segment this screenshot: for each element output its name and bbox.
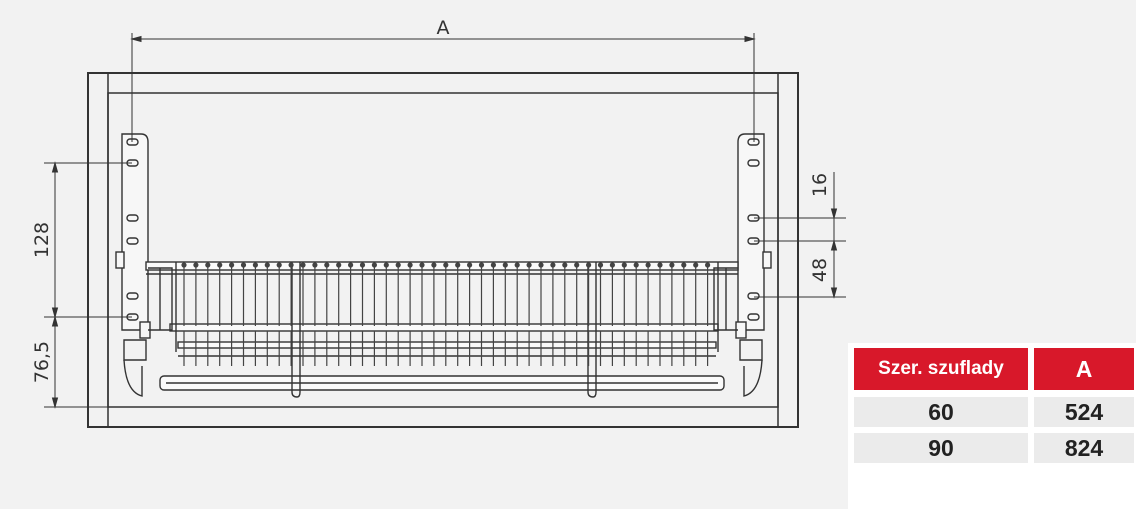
- table-row: 90 824: [848, 433, 1136, 463]
- basket-wire-cap: [467, 262, 473, 268]
- basket-wire-cap: [371, 262, 377, 268]
- basket-wire-cap: [562, 262, 568, 268]
- basket-wire-cap: [348, 262, 354, 268]
- left-mounting-bracket: [115, 133, 151, 339]
- right-mounting-bracket: [735, 133, 772, 339]
- basket-wire-cap: [669, 262, 675, 268]
- basket-wire-cap: [276, 262, 282, 268]
- basket-wire-cap: [502, 262, 508, 268]
- table-row: 60 524: [848, 397, 1136, 427]
- basket-wire-cap: [264, 262, 270, 268]
- basket-wire-cap: [574, 262, 580, 268]
- basket-wire-cap: [585, 262, 592, 268]
- drawer-width-table: Szer. szuflady A 60 524 90 824: [848, 343, 1136, 509]
- dimension-lines: [44, 33, 846, 409]
- basket-wire-cap: [324, 262, 330, 268]
- basket-wire-cap: [193, 262, 199, 268]
- basket-wire-cap: [478, 262, 485, 268]
- table-cell-drawer-width: 90: [854, 433, 1028, 463]
- dim-label-hole-to-hole: 128: [31, 222, 53, 258]
- basket-wire-cap: [657, 262, 663, 268]
- basket-wire-cap: [407, 262, 413, 268]
- basket-wire-cap: [205, 262, 211, 268]
- basket-wire-cap: [181, 262, 187, 268]
- basket-wire-cap: [633, 262, 639, 268]
- dim-label-lower-hole-spacing: 48: [809, 258, 831, 282]
- table-header-drawer-width: Szer. szuflady: [854, 348, 1028, 390]
- table-cell-drawer-width: 60: [854, 397, 1028, 427]
- table-header-row: Szer. szuflady A: [848, 348, 1136, 390]
- wire-basket: [123, 261, 763, 398]
- table-cell-a: 524: [1034, 397, 1134, 427]
- table-cell-a: 824: [1034, 433, 1134, 463]
- dim-label-width: A: [437, 17, 450, 39]
- dim-label-top-hole-spacing: 16: [809, 173, 831, 197]
- basket-wire-cap: [704, 262, 711, 268]
- dim-label-bottom-to-hole: 76,5: [31, 341, 53, 383]
- basket-wire-cap: [443, 262, 449, 268]
- basket-wire-cap: [395, 262, 401, 268]
- basket-wire-cap: [538, 262, 544, 268]
- basket-wire-cap: [419, 262, 425, 268]
- basket-wire-cap: [490, 262, 496, 268]
- basket-wire-cap: [681, 262, 687, 268]
- basket-wire-cap: [240, 262, 247, 268]
- basket-wire-cap: [288, 262, 294, 268]
- basket-wire-cap: [300, 262, 306, 268]
- cabinet-frame: [87, 72, 799, 428]
- basket-wire-cap: [359, 262, 366, 268]
- basket-wire-cap: [597, 262, 604, 268]
- basket-wire-cap: [431, 262, 437, 268]
- basket-wire-cap: [609, 262, 616, 268]
- table-header-a: A: [1034, 348, 1134, 390]
- basket-wire-cap: [645, 262, 651, 268]
- basket-wire-cap: [621, 262, 627, 268]
- basket-wire-cap: [336, 262, 342, 268]
- basket-wire-cap: [229, 262, 235, 268]
- basket-wire-cap: [312, 262, 318, 268]
- basket-wire-cap: [693, 262, 699, 268]
- basket-wire-cap: [550, 262, 556, 268]
- basket-wire-cap: [526, 262, 532, 268]
- basket-wire-cap: [514, 262, 520, 268]
- basket-wire-cap: [217, 262, 223, 268]
- basket-wires: [181, 262, 711, 366]
- basket-wire-cap: [383, 262, 389, 268]
- basket-wire-cap: [252, 262, 258, 268]
- basket-wire-cap: [455, 262, 461, 268]
